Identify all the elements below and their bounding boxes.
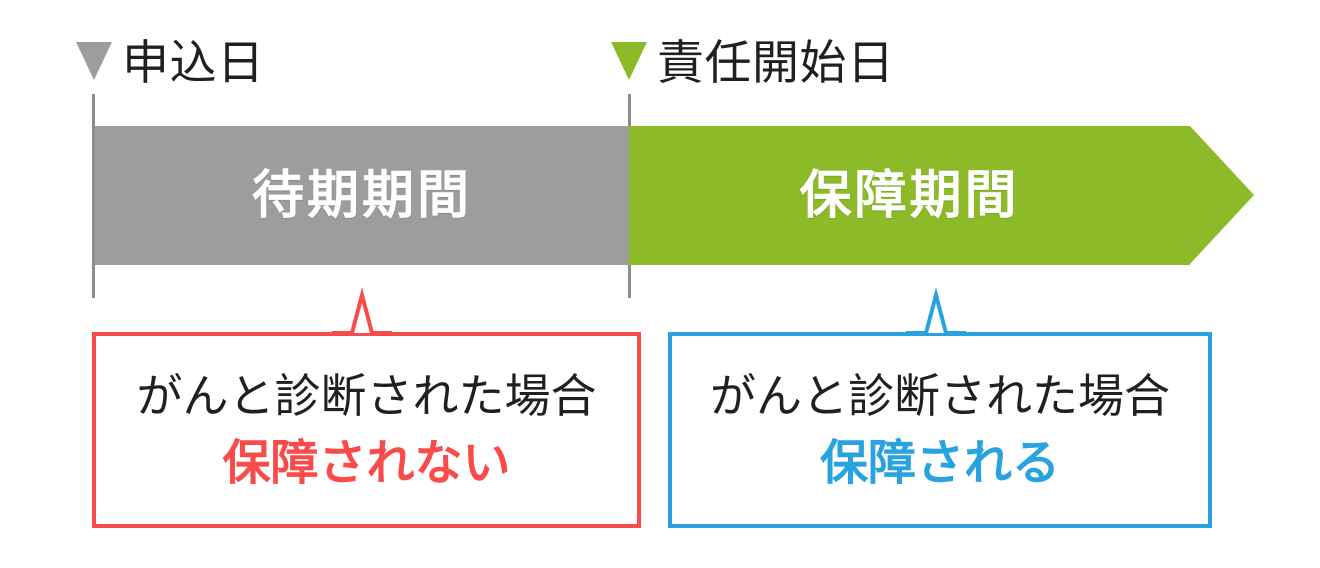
timeline-arrow-head-icon — [1190, 126, 1254, 264]
date-marker-label-coverage-start-date: 責任開始日 — [657, 36, 895, 89]
callout-text-result-not-covered: 保障されない — [222, 437, 511, 490]
timeline-bar-label-coverage-period: 保障期間 — [799, 166, 1020, 225]
callout-box-covered: がんと診断された場合 保障される — [668, 332, 1212, 528]
triangle-down-icon — [611, 42, 647, 80]
callout-box-not-covered: がんと診断された場合 保障されない — [92, 332, 641, 528]
guide-line-application-date — [92, 94, 95, 298]
callout-pointer-not-covered — [332, 287, 392, 335]
timeline-bar-waiting-period: 待期期間 — [95, 126, 629, 265]
callout-text-result-covered: 保障される — [819, 437, 1060, 490]
triangle-down-icon — [76, 42, 112, 80]
callout-pointer-covered — [906, 287, 966, 335]
callout-text-condition-not-covered: がんと診断された場合 — [136, 370, 597, 422]
timeline-bar-label-waiting-period: 待期期間 — [251, 166, 472, 225]
timeline-bar-coverage-period: 保障期間 — [629, 126, 1190, 265]
callout-text-condition-covered: がんと診断された場合 — [710, 370, 1170, 422]
date-marker-label-application-date: 申込日 — [122, 36, 265, 89]
